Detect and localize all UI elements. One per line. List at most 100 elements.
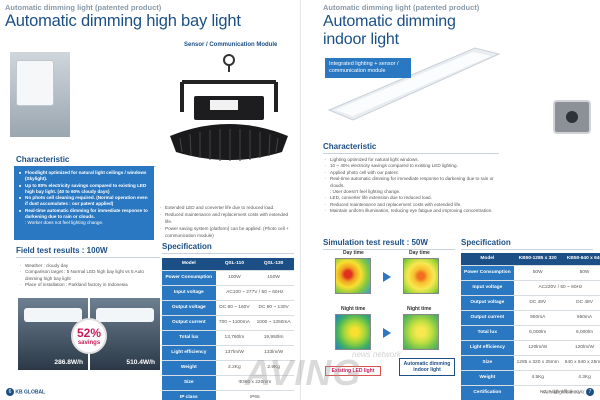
spec-cell: 19,950lm (253, 330, 294, 346)
spec-cell: 137lm/W (215, 345, 254, 361)
spec-row-label: Output voltage (461, 295, 514, 311)
indoor-panel-image (327, 47, 501, 121)
savings-percent: 52% (76, 326, 102, 340)
spec-cell: DC 80 ~ 130V (253, 300, 294, 316)
spec-cell: 6,000lm (561, 325, 600, 341)
sensor-closeup-image (553, 100, 591, 134)
field-test-photos: 286.8W/h 510.4W/h 52% savings (18, 298, 160, 370)
characteristic-item: Applied photo cell with our patent. (325, 170, 501, 177)
sensor-module-photo (10, 52, 70, 137)
arrow-right-icon-2 (383, 328, 391, 338)
field-test-item: Comparison target : 5 Normal LED high ba… (20, 269, 160, 282)
spec-row-label: Light efficiency (461, 340, 514, 356)
characteristic-item: Real-time automatic dimming for immediat… (19, 208, 149, 221)
characteristic-item: LED, converter life extension due to red… (325, 195, 501, 202)
spec-cell: IP65 (215, 390, 294, 400)
characteristic-item: Maintain uniform illumination, reducing … (325, 208, 501, 215)
characteristic-item: : User doesn't feel lighting change. (330, 189, 401, 195)
spec-column-header: Model (162, 258, 216, 271)
characteristic-item: No photo cell cleaning required. (Normal… (19, 195, 149, 208)
spec-column-header: KB50-1285 x 320 (513, 253, 562, 266)
left-title: Automatic dimming high bay light (5, 12, 241, 30)
characteristic-item: Lighting optimized for natural light win… (325, 157, 501, 164)
news-network-watermark: news network (352, 350, 401, 359)
spec-cell: 640 x 640 x 25mm (561, 355, 600, 371)
simulation-heading: Simulation test result : 50W (323, 238, 455, 250)
spec-cell: 120lm/W (513, 340, 562, 356)
characteristic-item: Reduced maintenance and replacement cost… (325, 202, 501, 209)
spec-cell: 13,760lm (215, 330, 254, 346)
spec-row-label: IP class (162, 390, 216, 400)
spec-column-header: KB50-640 x 640 (561, 253, 600, 266)
spec-cell: Φ380 x 220mm (215, 375, 294, 391)
spec-row-label: Size (461, 355, 514, 371)
spec-cell: DC 48V (513, 295, 562, 311)
spec-cell: 50W (561, 265, 600, 281)
spec-cell: 950mA (513, 310, 562, 326)
heatmap-existing-day (335, 258, 371, 294)
spec-cell: 2.2Kg (215, 360, 254, 376)
spec-cell: 4.3Kg (561, 370, 600, 386)
spec-cell: 950mA (561, 310, 600, 326)
aving-watermark: AVING (245, 352, 362, 393)
spec-row-label: Output current (461, 310, 514, 326)
day-label-b: Day time (409, 250, 430, 256)
right-footer: www.kbglobal.co.kr 7 (542, 388, 594, 396)
spec-column-header: Model (461, 253, 514, 266)
spec-row-label: Size (162, 375, 216, 391)
spec-column-header: QSL-110 (215, 258, 254, 271)
savings-label: savings (77, 340, 101, 346)
spec-row-label: Input voltage (162, 285, 216, 301)
spec-cell: 1285 x 320 x 25mm (513, 355, 562, 371)
right-spec-heading: Specification (461, 238, 593, 250)
spec-cell: DC 48V (561, 295, 600, 311)
day-label-a: Day time (343, 250, 364, 256)
spec-cell: 100W (215, 270, 254, 286)
spec-cell: 120lm/W (561, 340, 600, 356)
high-bay-light-image (170, 54, 288, 161)
heatmap-auto-day (403, 258, 439, 294)
spec-row-label: Power Consumption (461, 265, 514, 281)
right-page-number: 7 (586, 388, 594, 396)
left-characteristic-heading: Characteristic (16, 155, 156, 167)
right-page: Automatic dimming light (patented produc… (300, 0, 600, 400)
before-value: 286.8W/h (54, 359, 83, 366)
characteristic-item: Real-time automatic dimming for immediat… (325, 176, 501, 189)
spec-cell: 133lm/W (253, 345, 294, 361)
right-characteristic-list: Lighting optimized for natural light win… (325, 157, 501, 215)
website: www.kbglobal.co.kr (541, 389, 585, 396)
feature-item: Reduced maintenance and replacement cost… (160, 211, 292, 225)
characteristic-item: Floodlight optimized for natural light c… (19, 170, 149, 183)
spec-column-header: QSL-130 (253, 258, 294, 271)
feature-item: Power saving system (platform) can be ap… (160, 225, 292, 239)
left-characteristic-box: Floodlight optimized for natural light c… (14, 166, 154, 240)
spec-cell: 700 ~ 1100mA (215, 315, 254, 331)
field-test-list: Weather : cloudy dayComparison target : … (20, 263, 160, 289)
left-footer: 6 KB GLOBAL (6, 388, 45, 396)
spec-row-label: Total lux (461, 325, 514, 341)
field-test-item: Place of installation : Parkland factory… (20, 282, 160, 289)
right-tag: Automatic dimming light (patented produc… (323, 3, 480, 12)
spec-cell: 4.5Kg (513, 370, 562, 386)
spec-row-label: Certification (461, 385, 514, 400)
savings-badge: 52% savings (71, 318, 107, 354)
existing-caption: Existing LED light (325, 366, 381, 376)
spec-cell: 150W (253, 270, 294, 286)
